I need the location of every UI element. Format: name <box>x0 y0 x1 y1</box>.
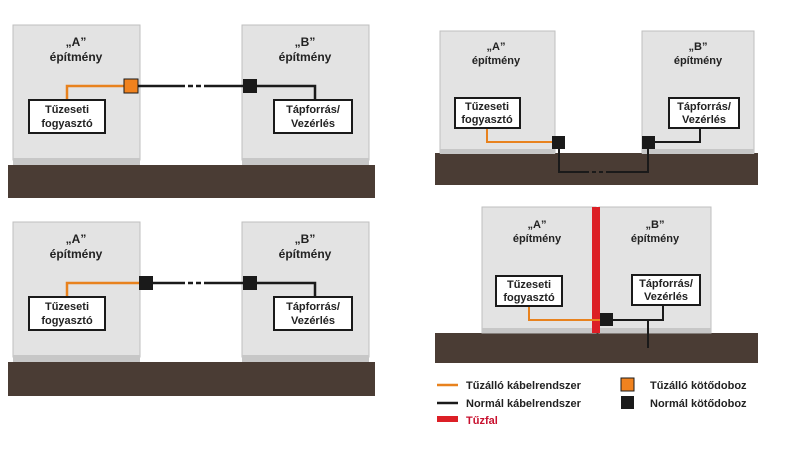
building-b-subtitle: építmény <box>279 50 332 64</box>
supply-box <box>273 296 353 331</box>
normal-cable <box>610 149 649 173</box>
legend-normal-box-icon <box>621 396 634 409</box>
fire-resistant-cable <box>486 128 552 143</box>
supply-label-line2: Vezérlés <box>291 118 335 130</box>
building-a-subtitle: építmény <box>50 247 103 261</box>
building-b-subtitle: építmény <box>674 55 723 67</box>
consumer-label-line1: Tűzeseti <box>45 301 89 313</box>
supply-label-line2: Vezérlés <box>682 114 726 126</box>
normal-cable <box>655 128 701 143</box>
building-b-title: „B” <box>295 35 316 49</box>
supply-label-line1: Tápforrás/ <box>677 101 731 113</box>
building-b-subtitle: építmény <box>279 247 332 261</box>
firewall <box>592 207 600 333</box>
building-a-title: „A” <box>66 35 87 49</box>
fire-resistant-cable <box>528 306 600 321</box>
building-a-subtitle: építmény <box>472 55 521 67</box>
building-b-title: „B” <box>689 41 708 53</box>
building-a-subtitle: építmény <box>50 50 103 64</box>
panel-4: „A” építmény „B” építmény Tűzeseti fogya… <box>435 206 758 363</box>
building-b <box>641 30 755 154</box>
normal-cable <box>250 84 317 100</box>
building-a <box>439 30 556 154</box>
legend-fire-cable-label: Tűzálló kábelrendszer <box>466 380 582 392</box>
consumer-label-line2: fogyasztó <box>461 114 513 126</box>
ground <box>435 153 758 185</box>
supply-box <box>273 99 353 134</box>
building-b-foundation <box>242 158 369 165</box>
supply-box <box>631 274 701 306</box>
legend: Tűzálló kábelrendszer Normál kábelrendsz… <box>437 377 747 427</box>
supply-label-line1: Tápforrás/ <box>639 278 693 290</box>
building-a <box>12 221 141 358</box>
building-a <box>12 24 141 161</box>
ground <box>8 362 375 396</box>
building-a-title: „A” <box>487 41 506 53</box>
legend-fire-box-icon <box>620 377 635 392</box>
building-b <box>241 24 370 161</box>
building-a-subtitle: építmény <box>513 233 562 245</box>
consumer-box <box>28 296 106 331</box>
normal-junction-box <box>139 276 153 290</box>
panel-2: „A” építmény „B” építmény Tűzeseti fogya… <box>8 221 375 396</box>
supply-label-line2: Vezérlés <box>291 315 335 327</box>
consumer-box <box>28 99 106 134</box>
supply-label-line1: Tápforrás/ <box>286 301 340 313</box>
consumer-label-line2: fogyasztó <box>503 292 555 304</box>
normal-junction-box <box>642 136 655 149</box>
building-b-title: „B” <box>646 219 665 231</box>
legend-normal-cable-label: Normál kábelrendszer <box>466 398 582 410</box>
normal-junction-box <box>243 276 257 290</box>
building-b <box>241 221 370 358</box>
building-b-foundation <box>642 149 754 154</box>
fire-resistant-junction-box <box>123 78 139 94</box>
consumer-label-line2: fogyasztó <box>41 118 93 130</box>
legend-firewall-swatch <box>437 416 458 422</box>
fire-resistant-cable <box>65 84 131 100</box>
consumer-label-line2: fogyasztó <box>41 315 93 327</box>
normal-cable <box>250 281 317 297</box>
building-b-foundation <box>242 355 369 362</box>
building-a-foundation <box>13 355 140 362</box>
panel-1: „A” építmény „B” építmény Tűzeseti fogya… <box>8 24 375 198</box>
building-a-foundation <box>440 149 555 154</box>
consumer-label-line1: Tűzeseti <box>465 101 509 113</box>
panel-3: „A” építmény „B” építmény Tűzeseti fogya… <box>435 30 758 185</box>
normal-junction-box <box>552 136 565 149</box>
consumer-box <box>454 97 521 129</box>
normal-cable <box>613 305 664 321</box>
consumer-label-line1: Tűzeseti <box>507 279 551 291</box>
building-a-foundation <box>13 158 140 165</box>
supply-label-line2: Vezérlés <box>644 291 688 303</box>
fire-resistant-cable <box>65 281 146 297</box>
legend-firewall-label: Tűzfal <box>466 415 498 427</box>
normal-junction-box <box>243 79 257 93</box>
supply-box <box>668 97 740 129</box>
ground <box>435 333 758 363</box>
building-b-title: „B” <box>295 232 316 246</box>
normal-junction-box <box>600 313 613 326</box>
ground <box>8 165 375 198</box>
building-b-subtitle: építmény <box>631 233 680 245</box>
consumer-label-line1: Tűzeseti <box>45 104 89 116</box>
consumer-box <box>495 275 563 307</box>
legend-normal-box-label: Normál kötődoboz <box>650 398 747 410</box>
supply-label-line1: Tápforrás/ <box>286 104 340 116</box>
normal-cable <box>558 149 585 173</box>
building-a-title: „A” <box>528 219 547 231</box>
building-a-title: „A” <box>66 232 87 246</box>
legend-fire-box-label: Tűzálló kötődoboz <box>650 380 747 392</box>
